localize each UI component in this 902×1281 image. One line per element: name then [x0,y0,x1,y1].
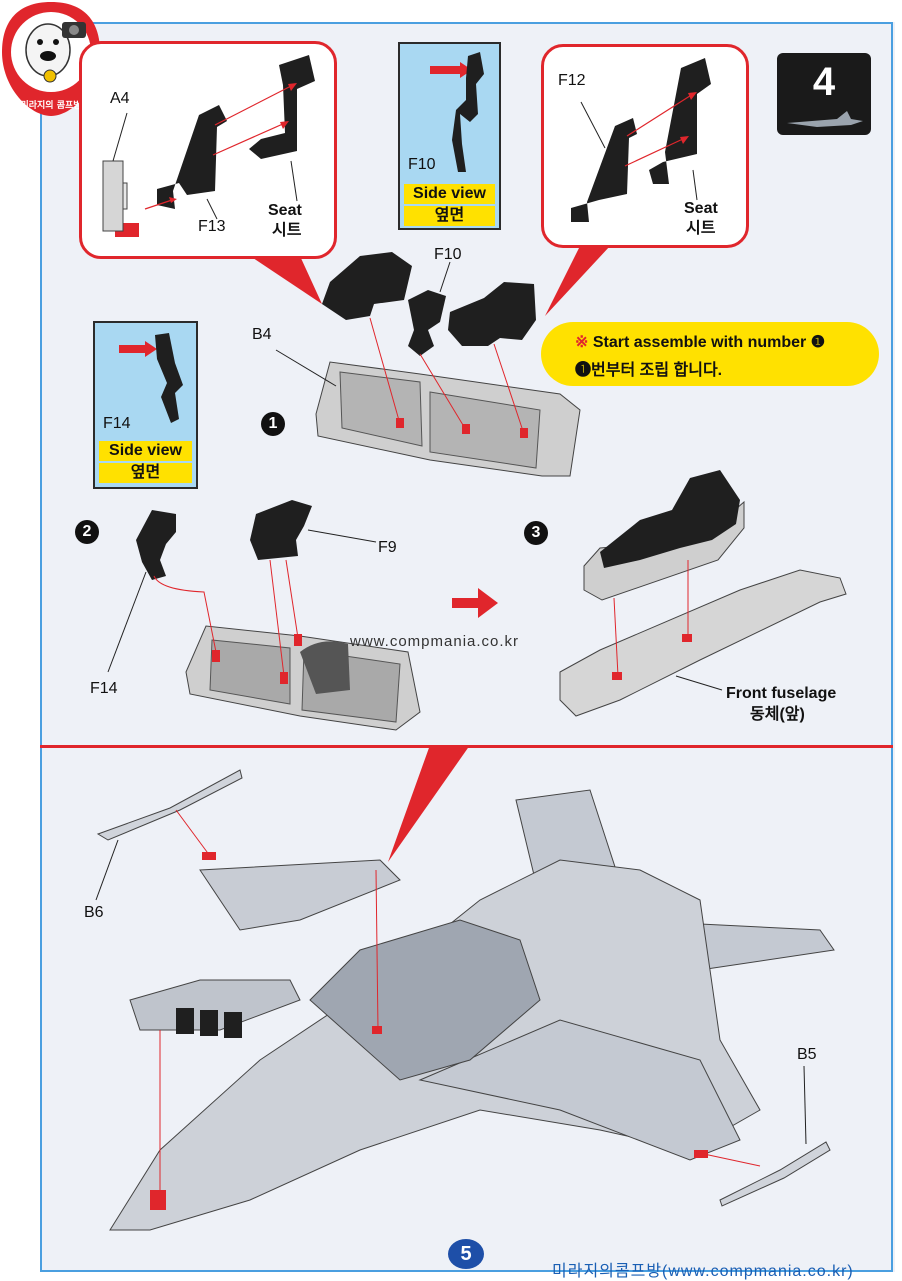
label-b6: B6 [84,904,104,921]
note-line1: Start assemble with number [592,334,807,351]
step-number-box: 4 [777,53,871,135]
label-f12: F12 [558,72,586,89]
label-f13: F13 [198,218,226,235]
f10-side-profile-drawing [430,52,484,172]
label-b5: B5 [797,1046,817,1063]
mirage-logo: 미라지의 콤프방 [0,0,102,118]
step-number-2: 2 [75,520,99,544]
seat-f13-assembly-drawing [102,55,315,237]
label-front-fuselage-ko: 동체(앞) [750,706,805,723]
sideview-f14-part: F14 [103,415,131,432]
sideview-f14-label-ko: 옆면 [99,463,192,483]
sideview-f10-part: F10 [408,156,436,173]
sideview-f14-box: F14 Side view 옆면 [93,321,198,489]
label-b4: B4 [252,326,272,343]
svg-text:미라지의 콤프방: 미라지의 콤프방 [20,99,82,111]
label-a4: A4 [110,90,130,107]
step-number-3: 3 [524,521,548,545]
label-seat-ko-left: 시트 [272,222,302,239]
footer-shop-url: 미라지의콤프방(www.compmania.co.kr) [552,1263,854,1280]
note-number-icon-2: ❶ [575,362,592,379]
step-number: 4 [812,60,836,104]
section-divider [40,745,893,748]
sideview-f14-label-en: Side view [99,441,192,461]
step-number-1: 1 [261,412,285,436]
note-mark: ※ [575,334,589,351]
label-seat-en-right: Seat [684,200,718,217]
f14-side-profile-drawing [119,333,183,423]
note-number-icon: ❶ [810,334,826,351]
label-f9: F9 [378,539,397,556]
label-f10: F10 [434,246,462,263]
label-seat-ko-right: 시트 [686,220,716,237]
seat-f12-assembly-drawing [571,58,711,222]
label-front-fuselage-en: Front fuselage [726,685,837,702]
sideview-f10-box: F10 Side view 옆면 [398,42,501,230]
sideview-f10-label-en: Side view [404,184,495,204]
start-assembly-note: ※ Start assemble with number ❶ ❶번부터 조립 합… [541,322,879,386]
label-seat-en-left: Seat [268,202,302,219]
label-f14: F14 [90,680,118,697]
page-frame [40,22,893,1272]
page-number: 5 [448,1239,484,1269]
watermark-url: www.compmania.co.kr [350,633,520,650]
sideview-f10-label-ko: 옆면 [404,206,495,226]
jet-silhouette-icon [787,111,863,127]
note-line2: 번부터 조립 합니다. [591,362,723,379]
